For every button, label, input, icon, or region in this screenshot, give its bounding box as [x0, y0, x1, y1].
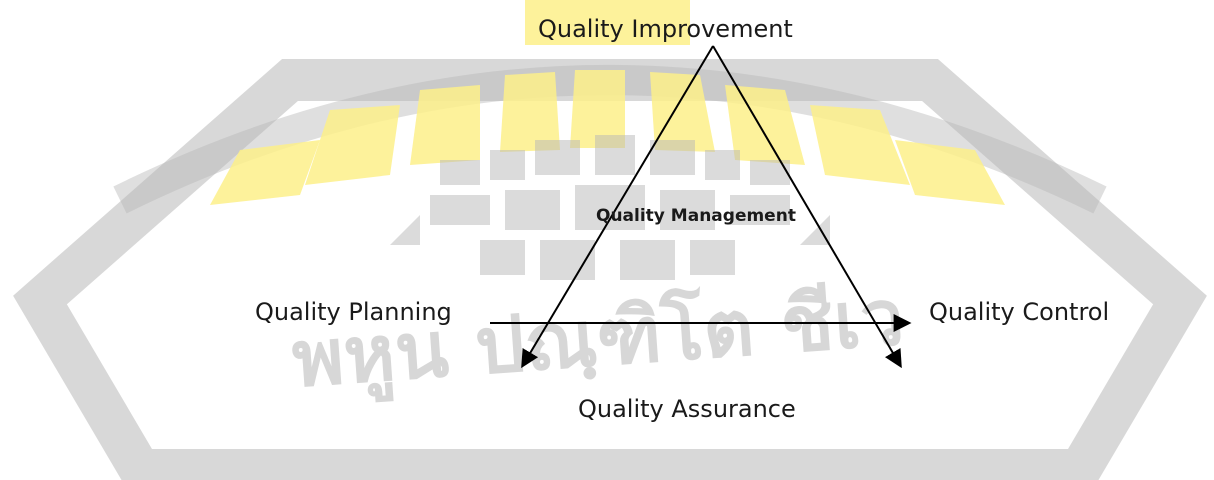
arrow-improvement-to-assurance — [521, 45, 714, 369]
seal-ornament — [390, 135, 830, 280]
arrow-improvement-to-control — [712, 45, 902, 369]
center-quality-management: Quality Management — [596, 206, 796, 226]
node-quality-planning: Quality Planning — [255, 298, 452, 326]
seal-outer-band — [13, 59, 1207, 480]
node-quality-control: Quality Control — [929, 298, 1110, 326]
seal-yellow-rays — [210, 0, 1005, 205]
node-quality-assurance: Quality Assurance — [578, 395, 796, 423]
node-quality-improvement: Quality Improvement — [538, 15, 793, 43]
